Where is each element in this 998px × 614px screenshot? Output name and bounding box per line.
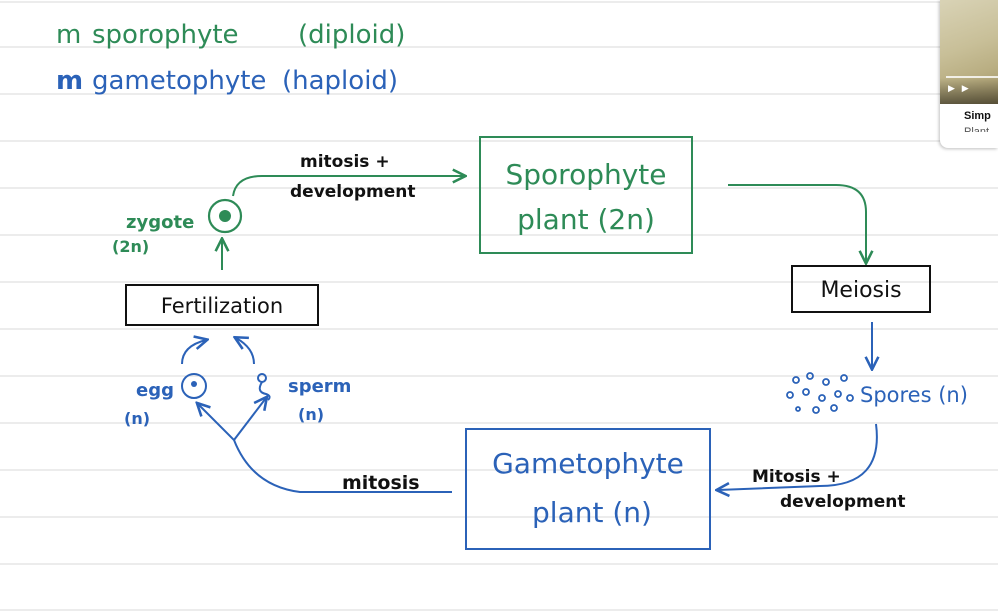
play-icon[interactable]: ▶ ▶: [948, 84, 971, 94]
mitosis-development-blue-label-2: development: [780, 492, 905, 512]
video-thumbnail[interactable]: ▶ ▶ Simp Plant: [940, 0, 998, 148]
gametophyte-plant-label-2: plant (n): [532, 496, 652, 529]
meiosis-label: Meiosis: [820, 278, 901, 303]
gametophyte-plant-label-1: Gametophyte: [492, 447, 684, 480]
video-title: Simp: [964, 110, 991, 122]
egg-to-fertilization-arrow: [182, 340, 206, 364]
legend-sporophyte-note: (diploid): [298, 20, 405, 50]
zygote-nucleus-icon: [219, 210, 231, 222]
video-subtitle: Plant: [964, 126, 989, 132]
legend-sporophyte-text: sporophyte: [92, 20, 239, 50]
sporophyte-plant-label-2: plant (2n): [517, 203, 655, 236]
sperm-ploidy-label: (n): [298, 405, 324, 424]
mitosis-development-label-1: mitosis +: [300, 152, 390, 172]
sperm-icon: [258, 374, 270, 400]
egg-ploidy-label: (n): [124, 409, 150, 428]
gametophyte-to-sperm-arrow: [234, 398, 266, 440]
egg-label: egg: [136, 380, 174, 401]
mitosis-development-label-2: development: [290, 182, 415, 202]
zygote-label: zygote: [126, 212, 194, 233]
egg-nucleus-icon: [191, 381, 197, 387]
zygote-ploidy-label: (2n): [112, 237, 149, 256]
spores-dots-icon: [787, 373, 853, 413]
video-progress-track[interactable]: [946, 76, 998, 78]
legend-gametophyte-text: gametophyte: [92, 66, 266, 96]
legend-sporophyte-mark: m: [56, 20, 81, 50]
mitosis-development-blue-label-1: Mitosis +: [752, 467, 841, 487]
fertilization-label: Fertilization: [161, 294, 283, 318]
sporophyte-to-meiosis-arrow: [728, 185, 866, 262]
sperm-to-fertilization-arrow: [236, 338, 254, 364]
spores-label: Spores (n): [860, 383, 968, 407]
sperm-label: sperm: [288, 376, 351, 397]
mitosis-label: mitosis: [342, 472, 420, 494]
legend-gametophyte-mark: m: [56, 66, 83, 96]
legend-gametophyte-note: (haploid): [282, 66, 398, 96]
sporophyte-plant-label-1: Sporophyte: [506, 158, 667, 191]
